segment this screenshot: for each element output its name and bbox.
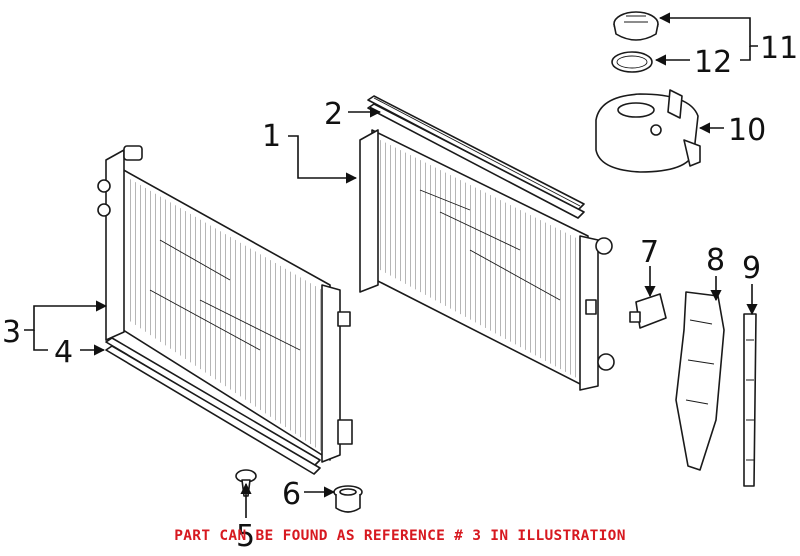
radiator-front xyxy=(97,145,353,463)
callout-3: 3 xyxy=(2,315,21,350)
expansion-tank xyxy=(595,89,701,173)
air-guide-right xyxy=(743,313,757,487)
air-guide-left xyxy=(675,291,725,471)
callout-labels: 1 2 3 4 5 6 7 8 9 10 11 12 xyxy=(2,31,798,554)
callout-2: 2 xyxy=(324,97,343,132)
seal-ring xyxy=(611,51,653,73)
callout-5: 5 xyxy=(236,519,255,554)
callout-10: 10 xyxy=(728,113,766,148)
lower-seal-strip xyxy=(105,337,321,475)
callout-7: 7 xyxy=(640,235,659,270)
callout-4: 4 xyxy=(54,335,73,370)
callout-9: 9 xyxy=(742,251,761,286)
mount-bracket xyxy=(629,293,667,329)
grommet xyxy=(333,485,363,513)
callout-6: 6 xyxy=(282,477,301,512)
callout-8: 8 xyxy=(706,243,725,278)
callout-12: 12 xyxy=(694,45,732,80)
leader-lines xyxy=(24,12,758,518)
reference-notice: PART CAN BE FOUND AS REFERENCE # 3 IN IL… xyxy=(174,528,626,544)
radiator-rear xyxy=(359,129,615,391)
cap xyxy=(613,11,659,41)
callout-11: 11 xyxy=(760,31,798,66)
upper-seal-strip xyxy=(367,95,585,219)
callout-1: 1 xyxy=(262,119,281,154)
